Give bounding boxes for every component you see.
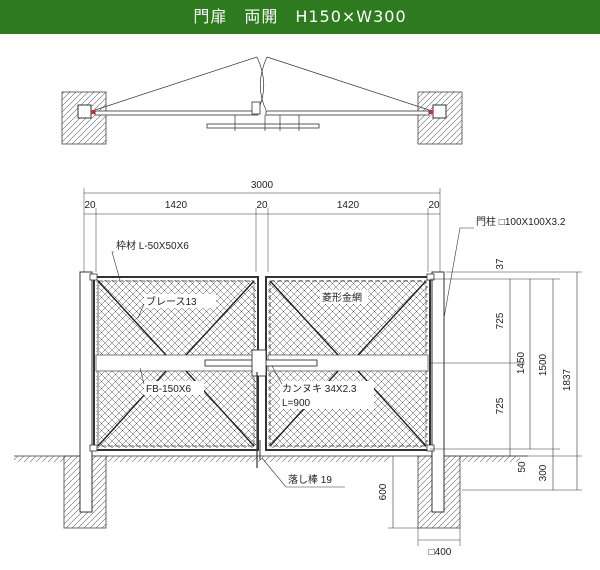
dim-leaf-left: 1420 (165, 200, 188, 211)
hinge-right-top (426, 273, 435, 281)
dim-top-37: 37 (495, 258, 506, 270)
plan-hinge-right (429, 110, 433, 114)
plan-latch (206, 123, 320, 129)
dim-footing-width: □400 (429, 547, 452, 558)
plan-leaf-left (94, 110, 259, 116)
dim-overall-width: 3000 (251, 180, 274, 191)
leader-latch (271, 365, 283, 385)
label-post: 門柱 □100X100X3.2 (476, 215, 566, 228)
post-left (79, 271, 93, 513)
dim-post-right: 20 (428, 200, 440, 211)
latch-handle (251, 349, 267, 377)
post-right (431, 271, 445, 513)
dim-embed-300: 300 (538, 464, 549, 481)
dim-lower-725: 725 (495, 397, 506, 414)
ground-hatch-left (14, 456, 64, 462)
plan-latch-handle (251, 101, 261, 115)
dim-leaf-right: 1420 (337, 200, 360, 211)
dim-panel-1450: 1450 (516, 351, 527, 374)
label-mesh: 菱形金網 (322, 291, 362, 304)
hinge-left-bottom (89, 444, 98, 452)
plan-post-footing-right (417, 91, 463, 145)
label-frame: 枠材 L-50X50X6 (116, 239, 189, 252)
label-flat-bar: FB-150X6 (146, 384, 191, 395)
dim-total-1500: 1500 (538, 353, 549, 376)
label-mesh-bg (320, 290, 368, 304)
label-flat-bar-bg (144, 381, 204, 395)
plan-swing-arc-right (259, 56, 268, 111)
plan-hinge-left (91, 110, 95, 114)
title-bar (0, 0, 600, 34)
label-latch-length: L=900 (282, 398, 311, 409)
label-latch: カンヌキ 34X2.3 (282, 383, 357, 395)
page-title: 門扉 両開 H150×W300 (193, 7, 407, 26)
dim-post-left: 20 (84, 200, 96, 211)
hinge-right-bottom (426, 444, 435, 452)
plan-post-left (77, 104, 92, 119)
brace-left-1 (97, 280, 167, 356)
plan-post-right (432, 104, 447, 119)
brace-right-2 (357, 280, 427, 356)
dim-footing-600: 600 (378, 483, 389, 500)
label-latch-bg (280, 381, 374, 409)
brace-right-1 (269, 280, 339, 356)
leader-flat-bar (139, 367, 145, 385)
ground-hatch-right (460, 456, 520, 462)
elevation-view: 3000 20 1420 20 1420 20 37 725 725 1450 … (14, 180, 582, 558)
hinge-left-top (89, 273, 98, 281)
label-drop-rod: 落し棒 19 (288, 473, 332, 486)
dim-center: 20 (256, 200, 268, 211)
label-brace: ブレース13 (146, 295, 197, 308)
dim-bottom-50: 50 (517, 461, 528, 473)
plan-leaf-right (265, 110, 430, 116)
dim-total-1837: 1837 (562, 368, 573, 391)
ground-hatch-mid (106, 456, 390, 462)
brace-left-2 (185, 280, 255, 356)
leader-drop-rod (261, 457, 345, 488)
dim-upper-725: 725 (495, 312, 506, 329)
plan-view (61, 56, 463, 145)
leader-frame (111, 251, 121, 281)
plan-swing-right (266, 56, 430, 111)
plan-swing-left (94, 56, 258, 111)
leader-brace (137, 303, 145, 319)
label-brace-bg (144, 294, 216, 308)
leader-post (443, 227, 474, 319)
